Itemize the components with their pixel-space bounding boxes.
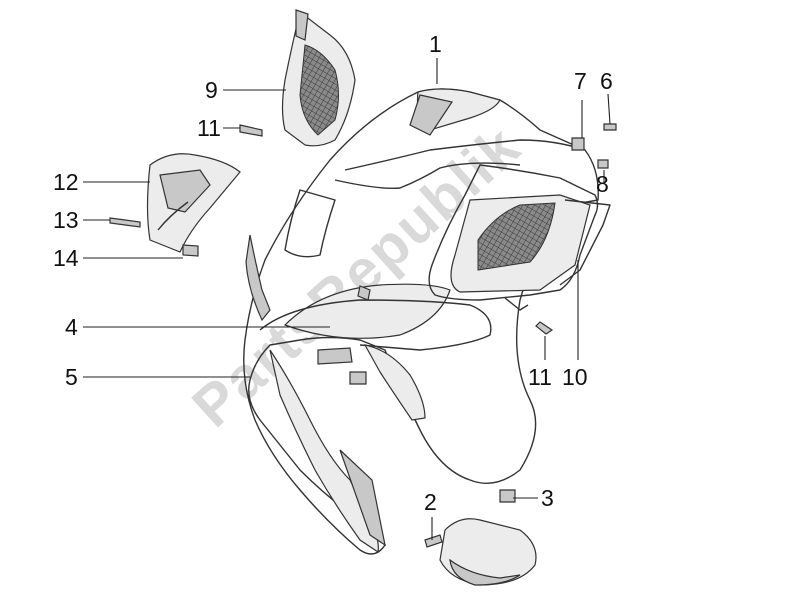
callout-4: 4 (65, 314, 78, 340)
callout-8: 8 (596, 171, 609, 197)
callout-11-upper: 11 (197, 115, 221, 141)
leader-lines (83, 58, 611, 540)
right-vent-frame (428, 164, 611, 311)
callout-2: 2 (424, 489, 437, 515)
callout-9: 9 (205, 77, 218, 103)
left-upper-vent (281, 9, 356, 147)
callout-5: 5 (65, 364, 78, 390)
front-shield-part (243, 88, 599, 555)
callout-11-lower: 11 (528, 364, 552, 390)
callout-10: 10 (562, 364, 588, 390)
callout-6: 6 (600, 68, 613, 94)
callout-7: 7 (574, 68, 587, 94)
callout-14: 14 (53, 245, 79, 271)
callout-3: 3 (541, 485, 554, 511)
lower-spoiler-right (439, 518, 537, 586)
small-hardware (109, 123, 617, 548)
callout-13: 13 (53, 207, 79, 233)
callout-1: 1 (429, 31, 442, 57)
left-inner-panel (146, 153, 241, 253)
callout-12: 12 (53, 169, 79, 195)
